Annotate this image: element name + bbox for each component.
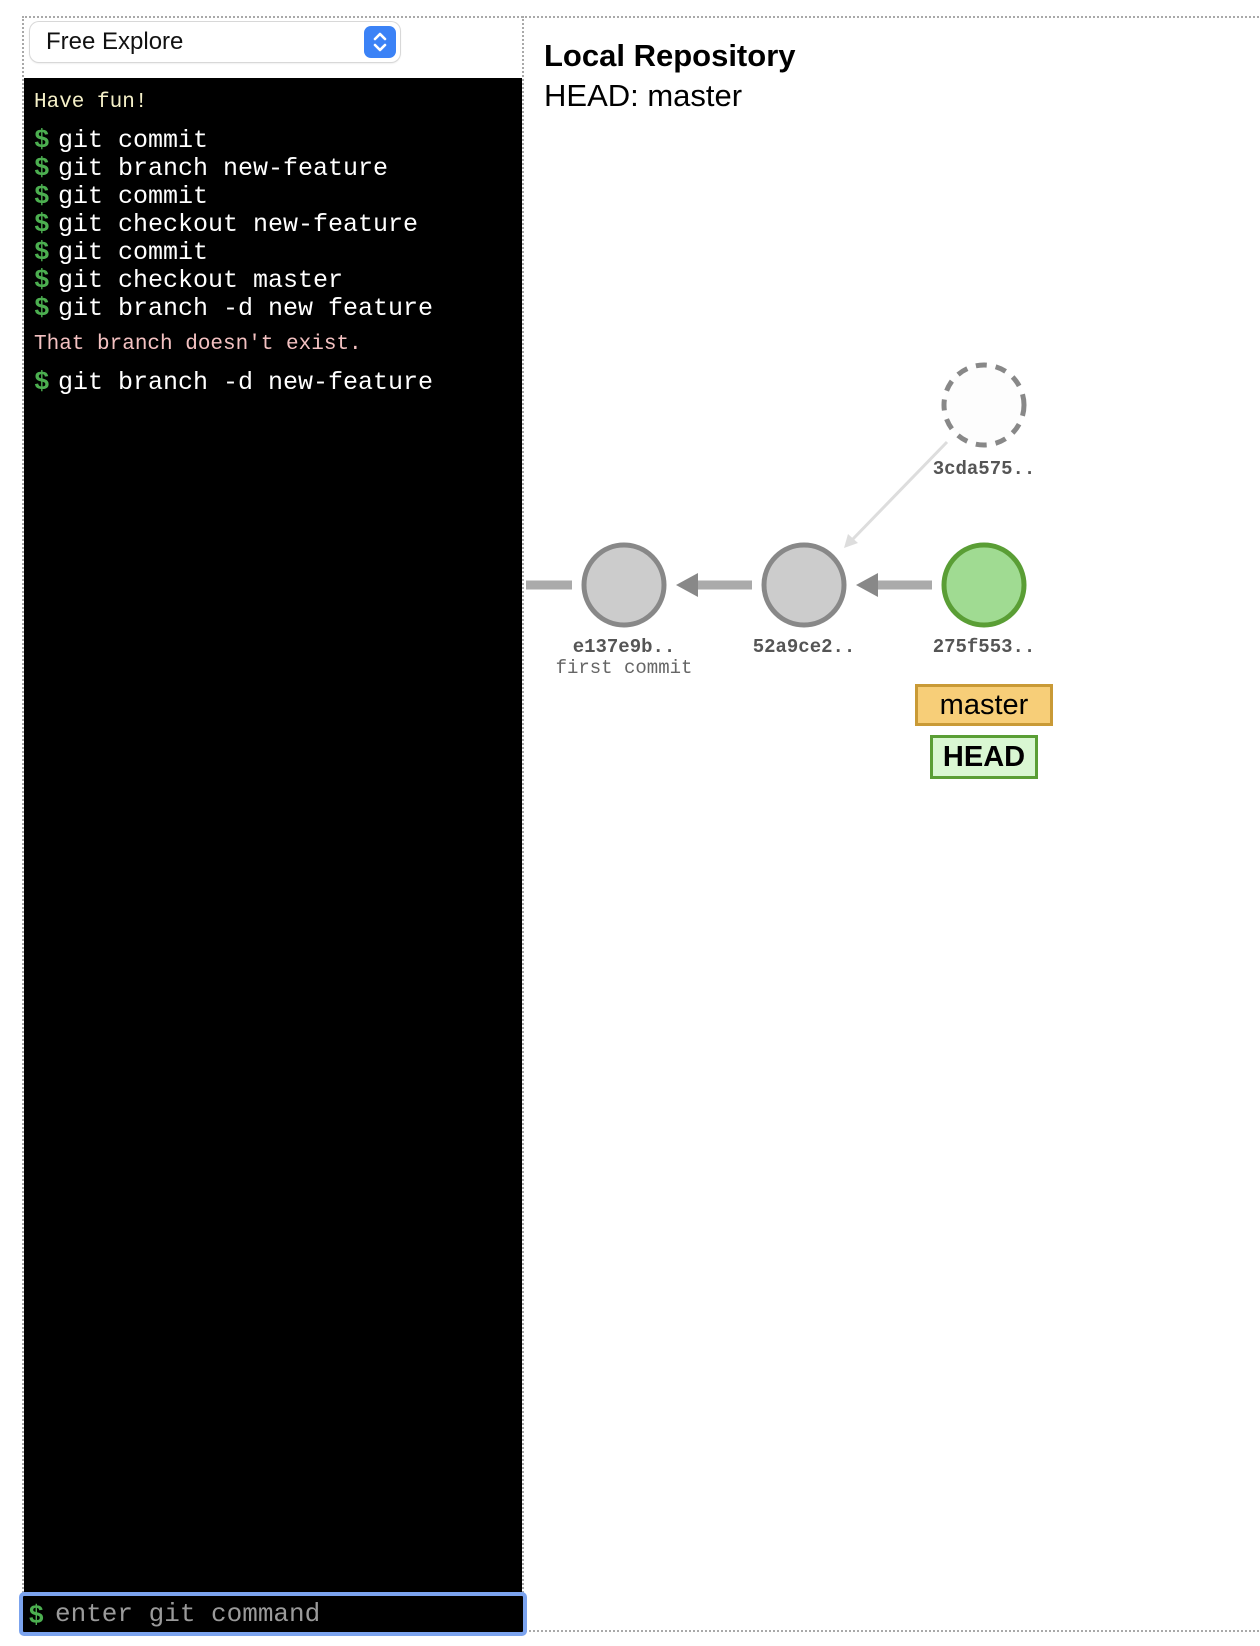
- history-command: $git commit: [34, 181, 209, 211]
- commit-id: 275f553..: [932, 636, 1036, 658]
- error-message: That branch doesn't exist.: [34, 333, 362, 356]
- commit-id: 52a9ce2..: [752, 636, 856, 658]
- terminal-pane: [22, 16, 524, 1632]
- dangling-edge: [850, 440, 949, 542]
- history-command: $git checkout master: [34, 265, 344, 295]
- commit-node-e137e9b[interactable]: [581, 542, 667, 628]
- history-command: $git branch new-feature: [34, 153, 389, 183]
- prompt-dollar-icon: $: [34, 265, 50, 295]
- commit-node-3cda575[interactable]: [941, 362, 1027, 448]
- prompt-dollar-icon: $: [34, 237, 50, 267]
- prompt-dollar-icon: $: [34, 367, 50, 397]
- repository-title: Local Repository: [544, 38, 796, 73]
- prompt-dollar-icon: $: [34, 181, 50, 211]
- commit-node-52a9ce2[interactable]: [761, 542, 847, 628]
- commit-id: 3cda575..: [932, 458, 1036, 480]
- history-command: $git commit: [34, 237, 209, 267]
- head-status: HEAD: master: [544, 78, 743, 113]
- commit-id: e137e9b..: [572, 636, 676, 658]
- command-input[interactable]: [53, 1599, 523, 1629]
- history-command: $git checkout new-feature: [34, 209, 419, 239]
- prompt-dollar-icon: $: [29, 1598, 44, 1629]
- workspace-frame: [22, 16, 1260, 1632]
- prompt-dollar-icon: $: [34, 293, 50, 323]
- prompt-dollar-icon: $: [34, 125, 50, 155]
- commit-message: first commit: [555, 657, 693, 679]
- level-select[interactable]: Free Explore: [30, 22, 400, 62]
- branch-tag-master[interactable]: master: [915, 684, 1053, 726]
- commit-node-275f553[interactable]: [941, 542, 1027, 628]
- arrow-icon: [844, 534, 858, 548]
- prompt-dollar-icon: $: [34, 209, 50, 239]
- terminal-output: Have fun! $git commit $git branch new-fe…: [24, 78, 522, 1592]
- history-command: $git branch -d new feature: [34, 293, 434, 323]
- head-tag[interactable]: HEAD: [930, 735, 1038, 779]
- command-input-container[interactable]: $: [19, 1592, 527, 1636]
- level-select-value: Free Explore: [46, 28, 184, 55]
- up-down-chevrons-icon: [364, 26, 396, 58]
- prompt-dollar-icon: $: [34, 153, 50, 183]
- arrow-left-icon: [676, 573, 698, 597]
- arrow-left-icon: [856, 573, 878, 597]
- history-command: $git commit: [34, 125, 209, 155]
- welcome-message: Have fun!: [34, 91, 148, 114]
- history-command: $git branch -d new-feature: [34, 367, 434, 397]
